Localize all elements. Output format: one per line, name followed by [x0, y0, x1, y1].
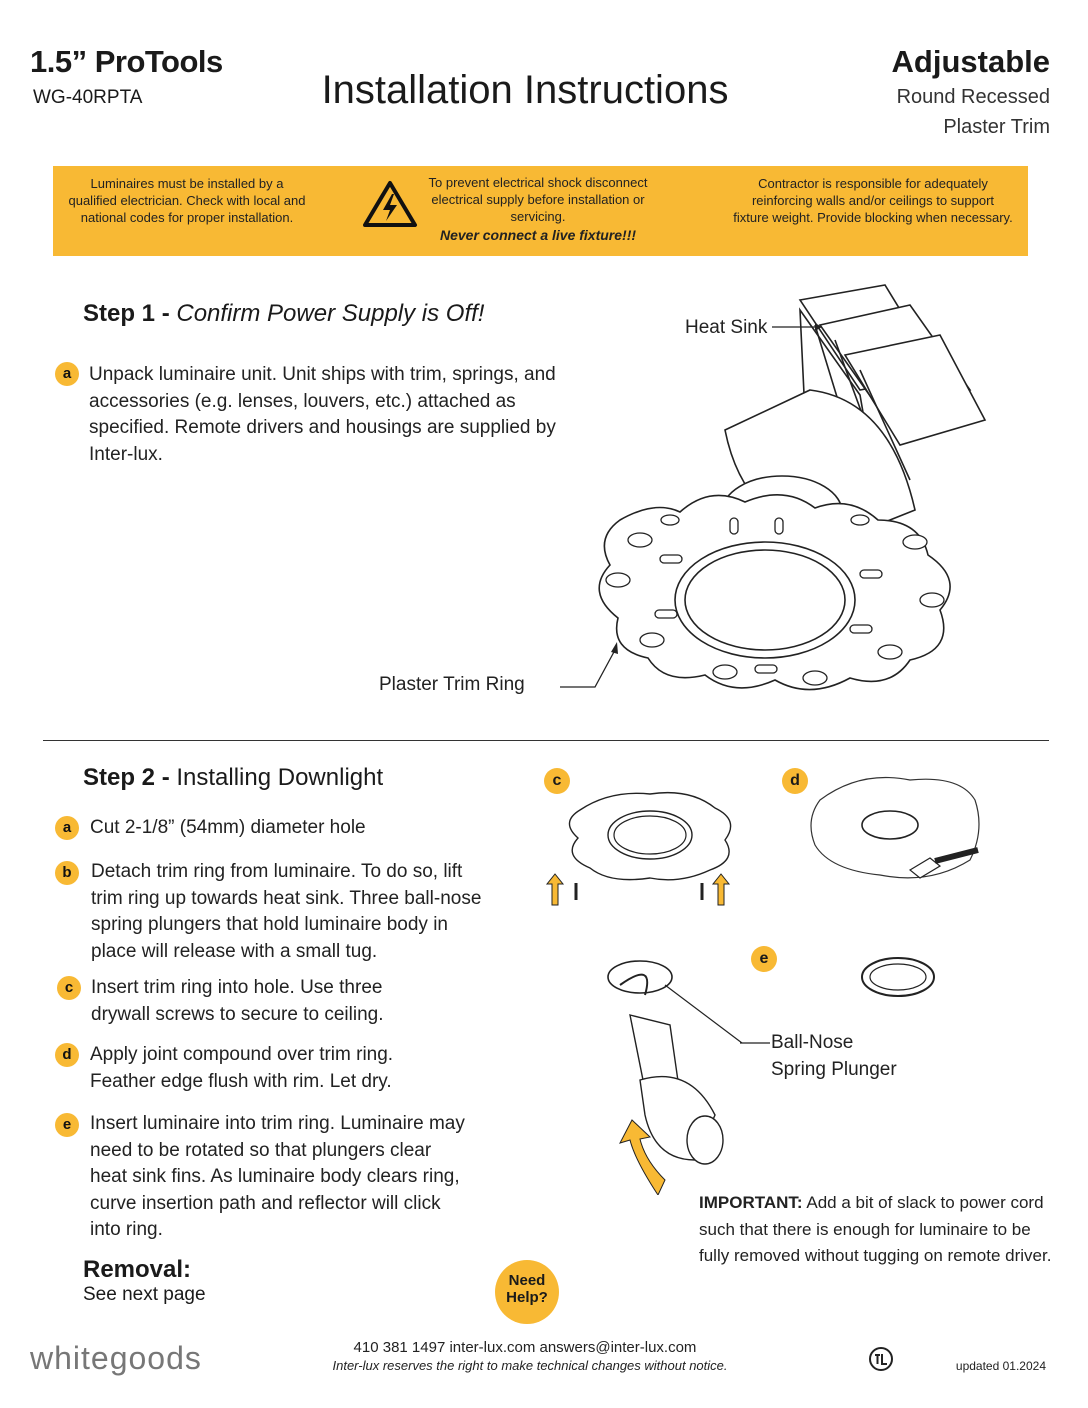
figure-e-badge: e — [751, 946, 777, 972]
high-voltage-warning-icon — [363, 181, 417, 227]
warning-live-fixture: Never connect a live fixture!!! — [439, 227, 637, 243]
figure-e-trim-ring — [861, 957, 935, 997]
figure-d-illustration — [810, 777, 980, 879]
step2-text-d: Apply joint compound over trim ring. Fea… — [90, 1044, 394, 1092]
plunger-label-1: Ball-Nose — [771, 1032, 854, 1053]
brand-logo: whitegoods — [30, 1340, 202, 1376]
plunger-callout-line — [740, 1042, 770, 1044]
warning-electrician: Luminaires must be installed by a qualif… — [68, 176, 306, 225]
step2-bullet-e: e — [55, 1113, 79, 1137]
warning-shock: To prevent electrical shock disconnect e… — [413, 174, 663, 244]
step2-text-c: Insert trim ring into hole. Use three dr… — [91, 977, 384, 1025]
figure-e-illustration — [607, 960, 743, 1195]
step2-bullet-b: b — [55, 861, 79, 885]
plunger-label-2: Spring Plunger — [771, 1059, 897, 1080]
step1-heading: Step 1 - Confirm Power Supply is Off! — [83, 300, 485, 327]
trim-type: Adjustable — [891, 44, 1050, 79]
warning-contractor: Contractor is responsible for adequately… — [733, 176, 1013, 225]
disclaimer: Inter-lux reserves the right to make tec… — [332, 1358, 728, 1373]
trim-subtitle-1: Round Recessed — [896, 86, 1050, 108]
step2-bullet-c: c — [57, 976, 81, 1000]
section-divider — [43, 740, 1049, 741]
important-note: IMPORTANT: Add a bit of slack to power c… — [699, 1193, 1052, 1265]
updated-date: updated 01.2024 — [955, 1359, 1046, 1373]
removal-text: See next page — [83, 1284, 206, 1305]
page-title: Installation Instructions — [321, 68, 729, 112]
warning-banner: Luminaires must be installed by a qualif… — [53, 166, 1028, 256]
trim-subtitle-2: Plaster Trim — [943, 116, 1050, 138]
contact-info: 410 381 1497 inter-lux.com answers@inter… — [353, 1339, 697, 1356]
figure-d-badge: d — [782, 768, 808, 794]
step2-bullet-a: a — [55, 816, 79, 840]
step2-text-b: Detach trim ring from luminaire. To do s… — [91, 861, 482, 962]
step1-text-a: Unpack luminaire unit. Unit ships with t… — [89, 364, 556, 465]
etl-listed-icon — [869, 1347, 893, 1371]
figure-c-illustration — [545, 791, 732, 906]
step2-text-a: Cut 2-1/8” (54mm) diameter hole — [90, 817, 366, 838]
step2-heading: Step 2 - Installing Downlight — [83, 764, 384, 791]
luminaire-illustration — [560, 284, 987, 691]
step1-bullet-a: a — [55, 362, 79, 386]
need-help-badge[interactable]: Need Help? — [495, 1260, 559, 1324]
step2-bullet-d: d — [55, 1043, 79, 1067]
figure-c-badge: c — [544, 768, 570, 794]
product-name: 1.5” ProTools — [30, 44, 223, 79]
removal-title: Removal: — [83, 1256, 192, 1283]
trim-ring-label: Plaster Trim Ring — [379, 674, 525, 695]
heat-sink-label: Heat Sink — [685, 317, 768, 338]
step2-text-e: Insert luminaire into trim ring. Luminai… — [90, 1113, 465, 1240]
model-number: WG-40RPTA — [33, 87, 143, 108]
